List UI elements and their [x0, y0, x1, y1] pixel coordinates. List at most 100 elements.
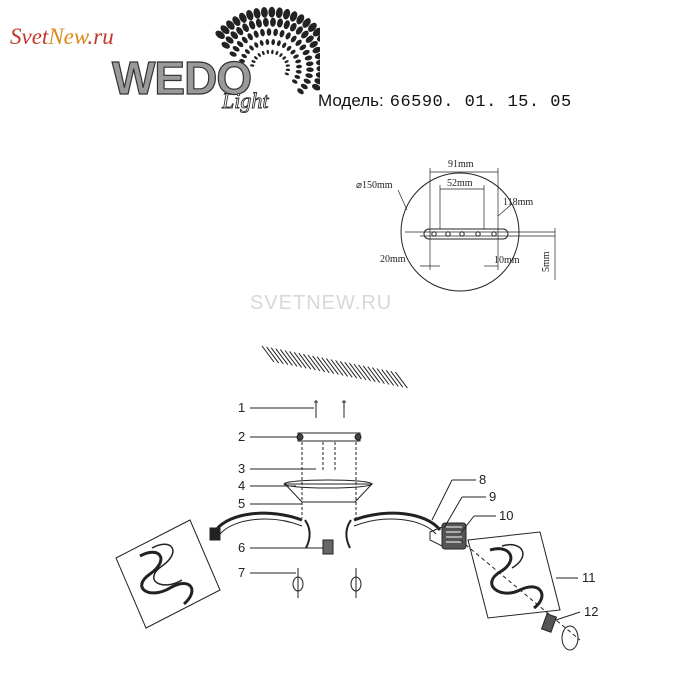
- swirl-dot: [268, 6, 276, 18]
- hatch-line: [371, 367, 385, 384]
- model-number: 66590. 01. 15. 05: [389, 93, 572, 112]
- swirl-dot: [236, 27, 244, 36]
- swirl-dot: [239, 58, 246, 63]
- swirl-dot: [221, 41, 230, 49]
- swirl-dot: [249, 45, 254, 51]
- swirl-dot: [254, 42, 259, 48]
- hatch-line: [275, 348, 289, 366]
- swirl-dot: [241, 53, 247, 59]
- mounting-bar: [423, 228, 509, 240]
- dim-10: 10mm: [494, 255, 520, 266]
- hatch-line: [289, 351, 303, 368]
- swirl-dot: [305, 35, 314, 43]
- swirl-dot: [225, 36, 234, 44]
- swirl-dot: [279, 30, 285, 38]
- hatch-line: [376, 368, 390, 385]
- swirl-dot: [302, 18, 311, 28]
- swirl-dot: [306, 67, 314, 73]
- part-label: 11: [582, 570, 596, 585]
- hatch-line: [353, 363, 367, 381]
- swirl-dot: [271, 49, 274, 55]
- hatch-line: [279, 349, 293, 366]
- hatch-line: [362, 365, 376, 383]
- swirl-dot: [285, 68, 291, 72]
- swirl-dot: [311, 83, 320, 91]
- part-label: 4: [238, 478, 245, 493]
- swirl-dot: [285, 64, 290, 67]
- swirl-dot: [266, 49, 270, 55]
- swirl-dot: [232, 16, 241, 26]
- hatch-line: [344, 361, 358, 379]
- swirl-dot: [259, 40, 264, 46]
- part-label: 6: [238, 540, 245, 555]
- swirl-dot: [296, 14, 305, 25]
- hatch-line: [298, 352, 312, 370]
- swirl-dot: [312, 27, 320, 37]
- brand-logo: WEDO Light: [111, 6, 320, 113]
- swirl-dot: [232, 45, 240, 52]
- swirl-dot: [262, 17, 269, 27]
- swirl-dot: [296, 64, 302, 69]
- swirl-dot: [295, 39, 302, 46]
- part-label: 3: [238, 461, 245, 476]
- part-label: 1: [238, 400, 245, 415]
- part-label: 2: [238, 429, 245, 444]
- swirl-dot: [285, 32, 291, 40]
- hatch-line: [316, 356, 330, 374]
- swirl-dot: [317, 33, 320, 42]
- swirl-dot: [314, 78, 320, 85]
- dim-91: 91mm: [448, 159, 474, 170]
- part-number-labels: 1 2 3 4 5 6 7 8 9 10 11 12: [238, 400, 598, 619]
- hatch-line: [270, 347, 284, 365]
- swirl-dot: [293, 54, 299, 59]
- swirl-dot: [312, 46, 320, 54]
- swirl-dot: [292, 79, 298, 84]
- part-label: 5: [238, 496, 245, 511]
- swirl-dot: [314, 53, 320, 60]
- swirl-dot: [265, 39, 270, 45]
- swirl-dot: [286, 45, 292, 51]
- swirl-dot: [300, 83, 308, 90]
- dim-5: 5mm: [541, 251, 552, 272]
- swirl-dot: [275, 50, 279, 56]
- swirl-dot: [284, 72, 289, 76]
- swirl-dot: [254, 56, 258, 60]
- dim-20: 20mm: [380, 254, 406, 265]
- swirl-dot: [246, 9, 254, 21]
- swirl-dot: [242, 23, 249, 32]
- hatch-line: [325, 358, 339, 375]
- site-logo-new: New: [48, 24, 88, 49]
- swirl-dot: [276, 40, 281, 47]
- swirl-dot: [248, 20, 256, 30]
- swirl-dot: [229, 51, 237, 57]
- swirl-dot: [250, 64, 255, 67]
- hatch-line: [348, 362, 362, 380]
- swirl-dot: [290, 49, 296, 55]
- hatch-line: [261, 345, 275, 363]
- hatch-line: [330, 359, 344, 376]
- chandelier-assembly: [115, 400, 581, 651]
- swirl-dot: [301, 30, 309, 39]
- dim-diameter: ⌀150mm: [356, 180, 393, 191]
- mount-plate-detail: [397, 168, 556, 292]
- swirl-dot: [303, 78, 311, 84]
- left-shade: [115, 519, 221, 629]
- swirl-dot: [261, 50, 265, 56]
- hatch-line: [367, 366, 381, 384]
- swirl-dot: [295, 69, 302, 74]
- brand-sub: Light: [221, 88, 269, 113]
- hatch-line: [335, 360, 349, 377]
- swirl-dot: [251, 60, 256, 63]
- canopy: [283, 483, 374, 503]
- swirl-dot: [275, 7, 283, 19]
- hatch-line: [302, 353, 316, 371]
- swirl-dot: [244, 49, 250, 54]
- swirl-dot: [307, 22, 317, 32]
- part-label: 10: [499, 508, 513, 523]
- site-logo-ru: .ru: [87, 24, 114, 49]
- swirl-dot: [304, 55, 313, 61]
- hatch-line: [307, 354, 321, 372]
- part-label: 9: [489, 489, 496, 504]
- hatch-line: [390, 370, 404, 388]
